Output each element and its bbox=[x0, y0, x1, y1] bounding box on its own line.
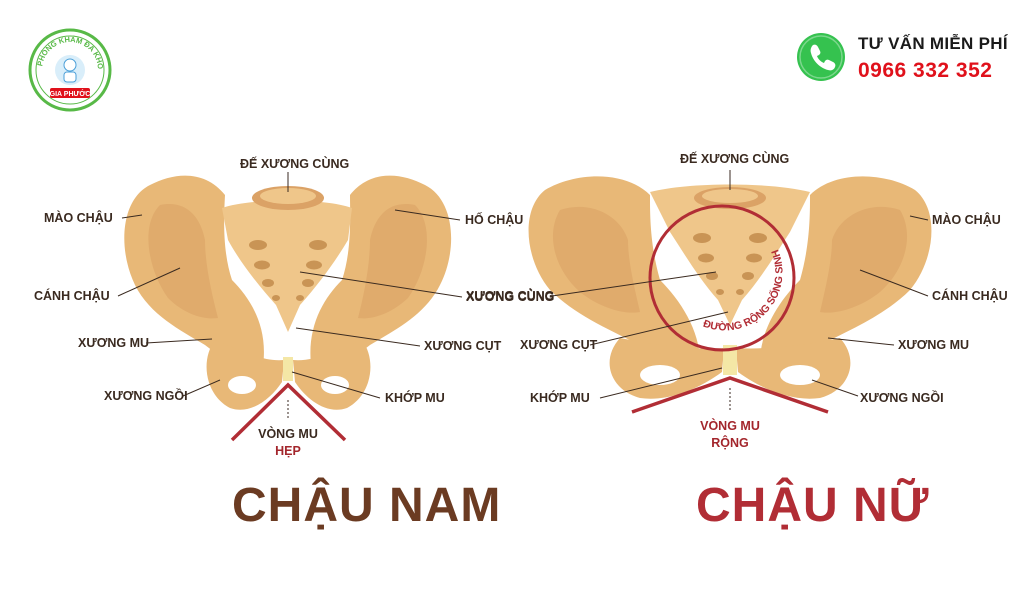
female-label-rong: RỘNG bbox=[711, 435, 749, 450]
male-label-xuong-ngoi: XƯƠNG NGỒI bbox=[104, 388, 188, 403]
male-label-xuong-cung: XƯƠNG CÙNG bbox=[466, 289, 554, 304]
hotline-number[interactable]: 0966 332 352 bbox=[858, 59, 993, 82]
female-pelvis-title: CHẬU NỮ bbox=[696, 479, 930, 532]
female-pelvis-illustration bbox=[528, 170, 932, 414]
female-label-mao-chau: MÀO CHẬU bbox=[932, 212, 1001, 227]
male-label-xuong-cut: XƯƠNG CỤT bbox=[424, 339, 502, 353]
female-label-xuong-cung: XƯƠNG CÙNG bbox=[466, 288, 554, 303]
female-label-xuong-cut: XƯƠNG CỤT bbox=[520, 338, 598, 352]
male-label-ho-chau: HỐ CHẬU bbox=[465, 212, 523, 227]
logo-name: GIA PHƯỚC bbox=[50, 89, 91, 98]
male-label-mao-chau: MÀO CHẬU bbox=[44, 210, 113, 225]
male-pelvis-title: CHẬU NAM bbox=[232, 479, 502, 532]
female-label-canh-chau: CÁNH CHẬU bbox=[932, 288, 1008, 303]
female-label-xuong-ngoi: XƯƠNG NGỒI bbox=[860, 390, 944, 405]
male-label-vong-mu: VÒNG MU bbox=[258, 426, 318, 441]
female-label-vong-mu: VÒNG MU bbox=[700, 418, 760, 433]
clinic-logo[interactable]: PHÒNG KHÁM ĐA KHOA GIA PHƯỚC bbox=[25, 21, 112, 112]
female-label-de-xuong-cung: ĐẾ XƯƠNG CÙNG bbox=[680, 151, 789, 166]
male-label-canh-chau: CÁNH CHẬU bbox=[34, 288, 110, 303]
female-label-xuong-mu: XƯƠNG MU bbox=[898, 338, 969, 352]
hotline-block[interactable]: TƯ VẤN MIỄN PHÍ 0966 332 352 bbox=[796, 30, 1008, 86]
male-label-de-xuong-cung: ĐẾ XƯƠNG CÙNG bbox=[240, 156, 349, 171]
male-label-khop-mu: KHỚP MU bbox=[385, 390, 445, 405]
male-label-hep: HẸP bbox=[275, 444, 301, 458]
male-pelvis-illustration bbox=[117, 172, 463, 442]
phone-icon[interactable] bbox=[796, 32, 846, 82]
hotline-title: TƯ VẤN MIỄN PHÍ bbox=[858, 34, 1008, 53]
female-label-khop-mu: KHỚP MU bbox=[530, 390, 590, 405]
male-label-xuong-mu: XƯƠNG MU bbox=[78, 336, 149, 350]
